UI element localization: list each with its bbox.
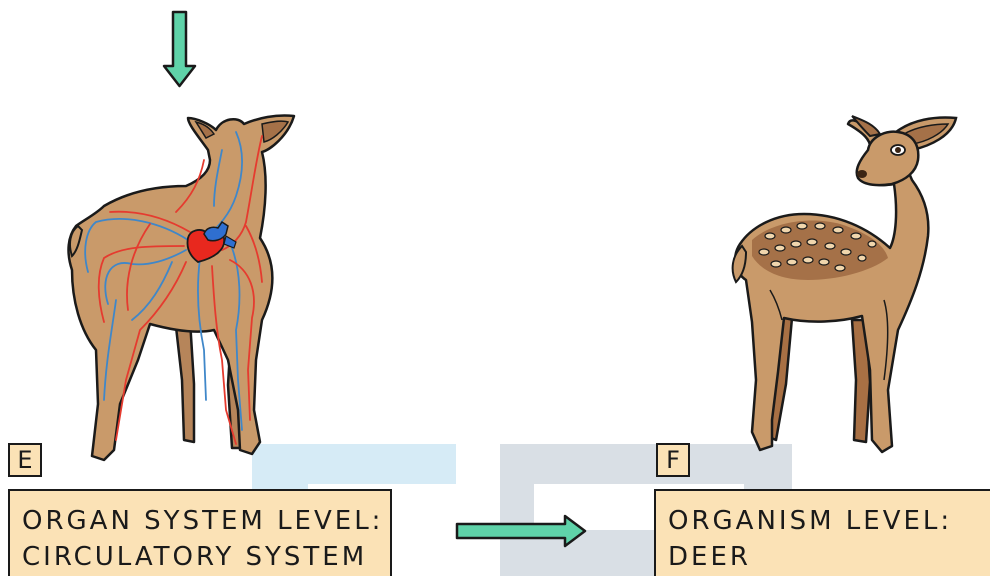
deer-circulatory-system-illustration [67,114,296,462]
watermark-block [500,444,792,484]
panel-e-label: ORGAN SYSTEM LEVEL: CIRCULATORY SYSTEM [8,489,392,576]
panel-f-letter: F [656,443,690,477]
down-arrow-icon [162,10,197,88]
watermark-block [252,444,456,484]
panel-e-label-line1: ORGAN SYSTEM LEVEL: [22,506,384,536]
panel-f-label: ORGANISM LEVEL: DEER [654,489,990,576]
spotted-deer-illustration [731,115,958,454]
panel-e-letter: E [8,443,42,477]
panel-f-label-line2: DEER [668,542,751,572]
panel-e-label-line2: CIRCULATORY SYSTEM [22,542,368,572]
right-arrow-icon [455,514,587,548]
panel-f-label-line1: ORGANISM LEVEL: [668,506,953,536]
